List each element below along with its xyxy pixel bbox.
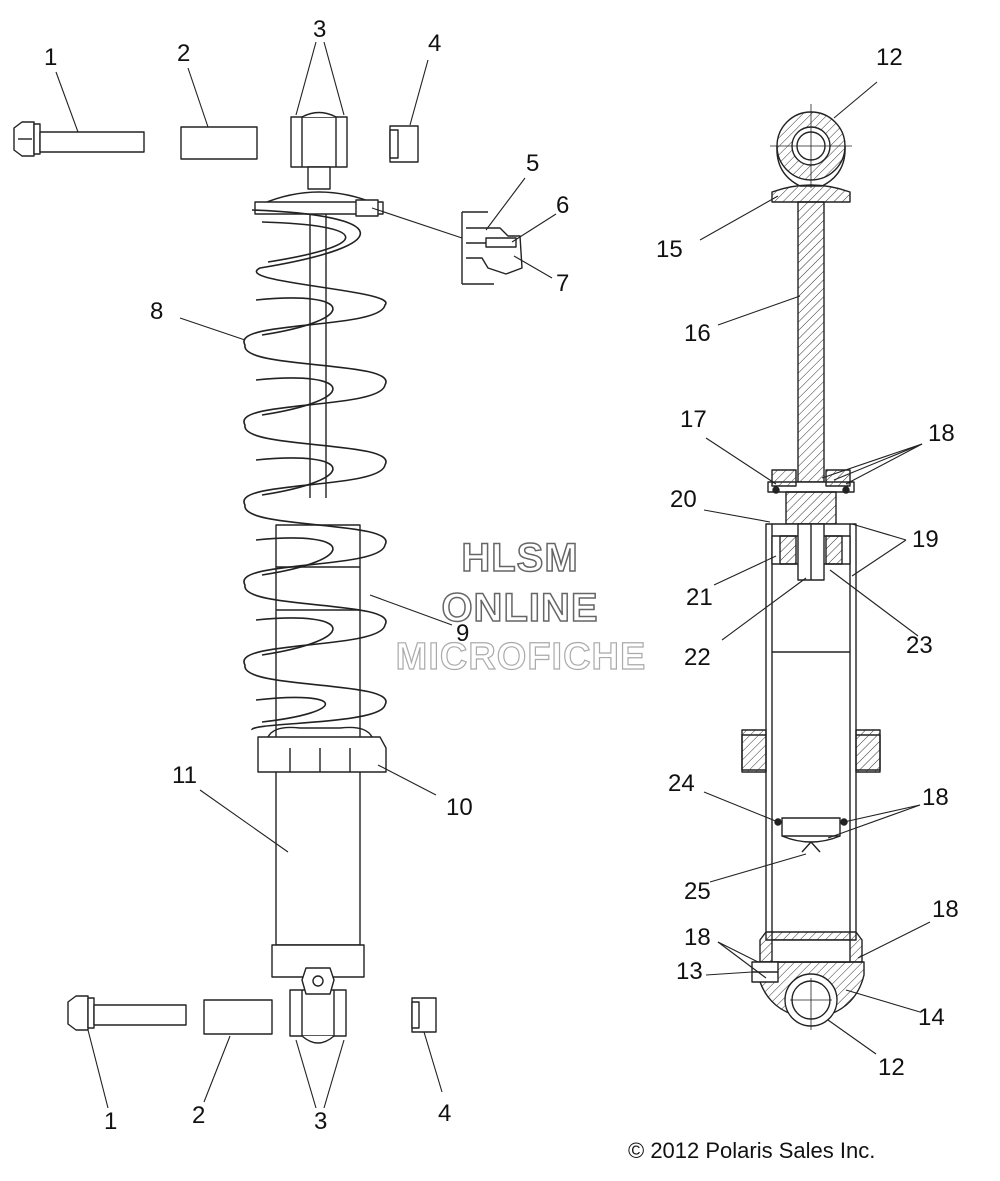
callout-9: 9	[456, 620, 470, 647]
callout-11: 11	[172, 762, 197, 789]
callout-4-top: 4	[428, 30, 442, 57]
callout-3-bottom: 3	[314, 1108, 328, 1135]
bottom-bolt-part	[67, 995, 187, 1031]
callout-12-bottom: 12	[878, 1054, 905, 1081]
shock-tube-section	[765, 523, 857, 941]
shock-body-part	[275, 524, 361, 946]
callout-13: 13	[676, 958, 703, 985]
floating-piston-section	[774, 817, 848, 853]
callout-4-bottom: 4	[438, 1100, 452, 1127]
callout-10: 10	[446, 794, 473, 821]
callout-25: 25	[684, 878, 711, 905]
callout-8: 8	[150, 298, 164, 325]
callout-18-left: 18	[684, 924, 711, 951]
callout-23: 23	[906, 632, 933, 659]
callout-18-top: 18	[928, 420, 955, 447]
callout-16: 16	[684, 320, 711, 347]
bottom-nut-part	[411, 997, 437, 1033]
callout-2-top: 2	[177, 40, 191, 67]
callout-19: 19	[912, 526, 939, 553]
callout-22: 22	[684, 644, 711, 671]
callout-7: 7	[556, 270, 570, 297]
callout-18-right: 18	[932, 896, 959, 923]
callout-17: 17	[680, 406, 707, 433]
bottom-spacer-part	[203, 999, 273, 1035]
left-leader-lines	[55, 41, 557, 1109]
bottom-cap-section	[751, 931, 865, 1030]
callout-2-bottom: 2	[192, 1102, 206, 1129]
callout-3-top: 3	[313, 16, 327, 43]
callout-5: 5	[526, 150, 540, 177]
bottom-eye-part	[289, 967, 347, 1044]
top-spacer-part	[180, 126, 258, 160]
callout-18-mid: 18	[922, 784, 949, 811]
seal-head-section	[767, 469, 855, 525]
preload-ring-part	[257, 726, 387, 773]
top-eye-section	[770, 104, 852, 188]
callout-14: 14	[918, 1004, 945, 1031]
top-eye-part	[290, 111, 348, 168]
coil-spring-part	[243, 209, 387, 731]
copyright-notice: © 2012 Polaris Sales Inc.	[628, 1138, 876, 1163]
callout-1-bottom: 1	[104, 1108, 118, 1135]
top-bolt-part	[13, 121, 145, 157]
watermark-line-1: HLSM	[461, 536, 579, 580]
callout-15: 15	[656, 236, 683, 263]
top-nut-part	[389, 125, 419, 163]
callout-24: 24	[668, 770, 695, 797]
retainer-detail-inset	[461, 211, 523, 285]
piston-section	[771, 523, 851, 581]
piston-rod-section	[797, 201, 825, 483]
callout-21: 21	[686, 584, 713, 611]
callout-20: 20	[670, 486, 697, 513]
right-leader-lines	[699, 81, 931, 1055]
callout-12-top: 12	[876, 44, 903, 71]
callout-1-top: 1	[44, 44, 58, 71]
watermark-line-3: MICROFICHE	[395, 636, 647, 678]
callout-6: 6	[556, 192, 570, 219]
watermark-line-2: ONLINE	[441, 586, 599, 630]
